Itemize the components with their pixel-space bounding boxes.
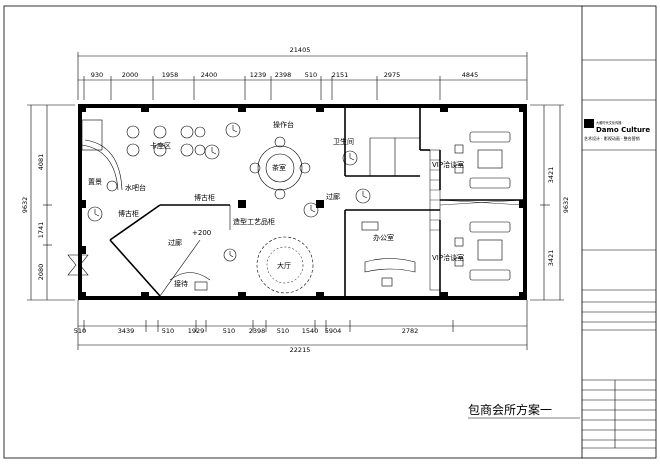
room-labels: 卡座区 操作台 卫生间 VIP洽谈室 置景 水吧台 茶室 过廊 博古柜 博古柜 …	[88, 120, 464, 288]
logo-cn-text: 大雅时代文化传播	[596, 120, 622, 125]
bottom-dim: 510	[162, 327, 174, 335]
top-dim: 4845	[462, 71, 479, 79]
room-label-bogugui1: 博古柜	[194, 193, 215, 202]
bottom-dim: 1540	[302, 327, 319, 335]
right-dimensions: 3421 3421 9632	[530, 104, 570, 301]
room-label-weishengjian: 卫生间	[333, 137, 354, 146]
room-label-caozuotai: 操作台	[273, 120, 294, 129]
left-dim: 2080	[37, 264, 45, 281]
room-label-zhijing: 置景	[88, 178, 102, 186]
left-dimensions: 4081 1741 2080 9632	[21, 104, 75, 301]
logo-mark	[584, 119, 594, 128]
sheet-border	[3, 5, 657, 459]
room-label-kazuo: 卡座区	[150, 141, 171, 150]
top-dim: 2975	[384, 71, 401, 79]
top-dim: 510	[305, 71, 317, 79]
level-mark: +200	[192, 229, 211, 237]
overall-bottom-dim: 22215	[290, 346, 311, 354]
overall-top-dim: 21405	[290, 46, 311, 54]
right-dim: 3421	[547, 250, 555, 267]
top-dim: 1958	[162, 71, 179, 79]
room-label-zaoxing: 造型工艺品柜	[233, 217, 275, 226]
bottom-dim: 510	[223, 327, 235, 335]
left-dim: 4081	[37, 154, 45, 171]
top-dim: 2398	[275, 71, 292, 79]
bottom-dim: 2782	[402, 327, 419, 335]
right-overall-dim: 9632	[562, 197, 570, 214]
left-overall-dim: 9632	[21, 197, 29, 214]
room-label-dating: 大厅	[277, 261, 291, 270]
room-label-vip1: VIP洽谈室	[432, 160, 464, 169]
slogan-text: 艺术设计 · 影视动画 · 整合营销	[584, 135, 640, 141]
outer-walls	[78, 104, 527, 300]
room-label-guolang2: 过廊	[168, 238, 182, 247]
logo-en-text: Damo Culture	[596, 126, 650, 134]
top-dim: 2000	[122, 71, 139, 79]
room-label-bangongshi: 办公室	[373, 233, 394, 242]
room-label-shuiba: 水吧台	[125, 183, 146, 192]
top-dim: 2400	[201, 71, 218, 79]
room-label-jiedai: 接待	[174, 279, 188, 288]
bottom-dim: 1929	[188, 327, 205, 335]
room-label-bogugui2: 博古柜	[118, 209, 139, 218]
bottom-dim: 510	[277, 327, 289, 335]
room-label-guolang1: 过廊	[326, 192, 340, 201]
top-dim: 930	[91, 71, 103, 79]
title-block: 大雅时代文化传播 Damo Culture 艺术设计 · 影视动画 · 整合营销	[582, 59, 656, 449]
interior-walls	[109, 108, 524, 297]
right-dim: 3421	[547, 167, 555, 184]
bottom-dim: 5904	[325, 327, 342, 335]
bottom-dimensions: 510 3439 510 1929 510 2398 510 1540 5904…	[74, 300, 528, 354]
top-dim: 1239	[250, 71, 267, 79]
furniture	[67, 119, 511, 294]
bottom-dim: 2398	[249, 327, 266, 335]
drawing-title: 包商会所方案一	[468, 402, 552, 417]
room-label-chashi: 茶室	[272, 163, 286, 172]
top-dimensions: 21405 930 2000 1958 2400 1239 2398 510 2…	[77, 46, 528, 100]
bottom-dim: 510	[74, 327, 86, 335]
room-label-vip2: VIP洽谈室	[432, 253, 464, 262]
bottom-dim: 3439	[118, 327, 135, 335]
top-dim: 2151	[332, 71, 349, 79]
left-dim: 1741	[37, 222, 45, 239]
